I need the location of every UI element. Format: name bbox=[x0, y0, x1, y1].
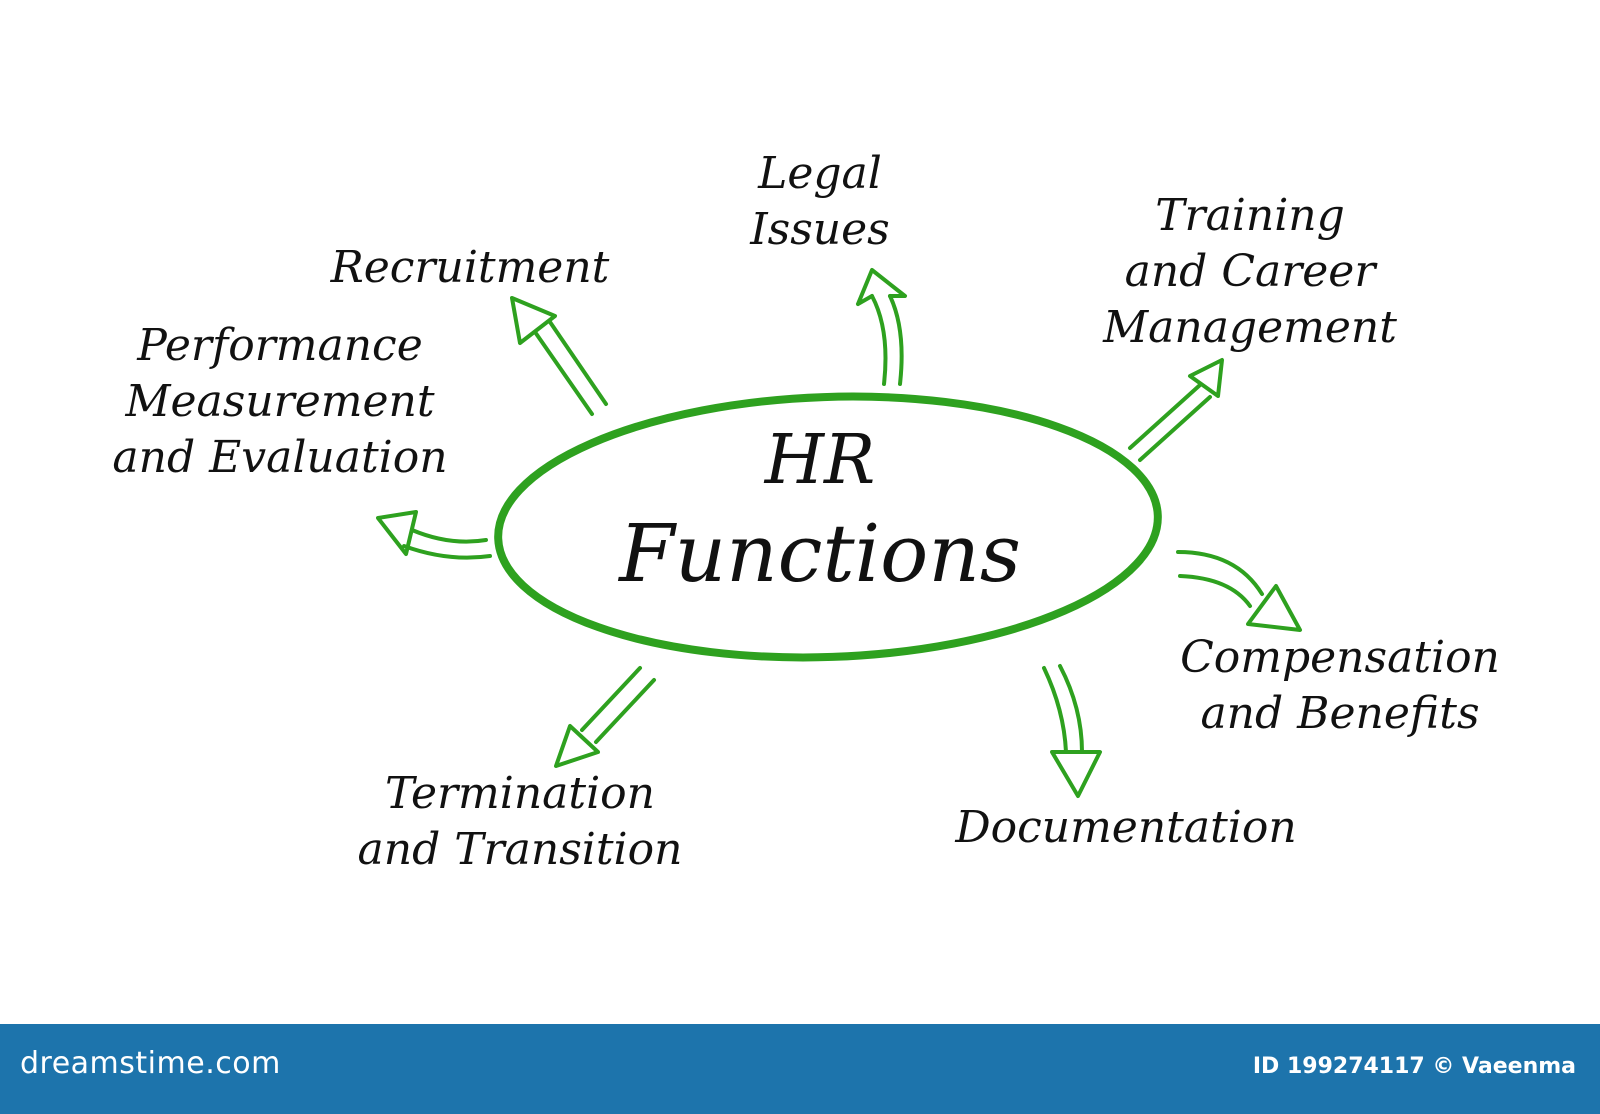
center-title-line2: Functions bbox=[619, 507, 1021, 600]
arrow-training bbox=[1128, 358, 1224, 462]
center-ellipse bbox=[494, 392, 1162, 662]
footer-bar: dreamstime.com ID 199274117 © Vaeenma bbox=[0, 1024, 1600, 1114]
node-performance: Performance Measurement and Evaluation bbox=[112, 320, 448, 483]
node-legal-issues: Legal Issues bbox=[750, 148, 890, 255]
arrow-documentation bbox=[1042, 664, 1102, 798]
arrow-recruitment bbox=[510, 296, 608, 416]
diagram-canvas bbox=[376, 268, 1302, 798]
node-documentation: Documentation bbox=[955, 802, 1297, 853]
center-title-line1: HR bbox=[764, 421, 876, 500]
arrow-compensation bbox=[1176, 550, 1302, 632]
arrow-legal-issues bbox=[856, 268, 907, 386]
node-training: Training and Career Management bbox=[1103, 190, 1397, 353]
arrow-performance bbox=[376, 510, 492, 560]
arrow-termination bbox=[554, 666, 656, 768]
node-recruitment: Recruitment bbox=[330, 242, 610, 293]
node-termination: Termination and Transition bbox=[357, 768, 683, 875]
center-title: HR Functions bbox=[540, 418, 1100, 604]
node-compensation: Compensation and Benefits bbox=[1180, 632, 1500, 739]
footer-id: ID 199274117 © Vaeenma bbox=[1252, 1054, 1576, 1079]
footer-brand: dreamstime.com bbox=[20, 1046, 281, 1081]
